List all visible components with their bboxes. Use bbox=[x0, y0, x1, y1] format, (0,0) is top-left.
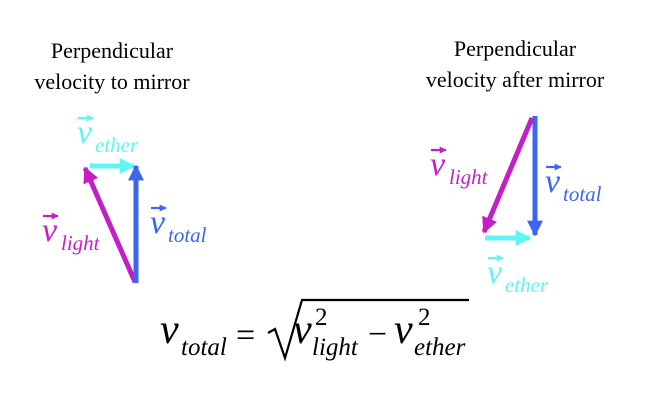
left-light-subscript: light bbox=[61, 231, 101, 255]
formula-term1-subscript: light bbox=[312, 334, 359, 361]
formula-term1-symbol: v bbox=[293, 307, 312, 353]
right-ether-subscript: ether bbox=[505, 273, 549, 297]
formula-term1-superscript: 2 bbox=[315, 304, 328, 331]
formula-radical-sign bbox=[267, 298, 469, 362]
right-total-label: v total bbox=[545, 163, 602, 206]
formula-term2-subscript: ether bbox=[414, 334, 466, 361]
left-total-symbol: v bbox=[150, 204, 166, 241]
right-ether-symbol: v bbox=[487, 254, 503, 291]
formula: v total = v 2 light − v 2 ether bbox=[160, 298, 469, 362]
left-light-symbol: v bbox=[42, 212, 58, 249]
right-caption: Perpendicular velocity after mirror bbox=[408, 33, 622, 95]
formula-minus: − bbox=[368, 316, 387, 353]
left-ether-symbol: v bbox=[77, 114, 93, 151]
right-total-symbol: v bbox=[545, 163, 561, 200]
right-ether-label: v ether bbox=[487, 254, 549, 297]
left-caption-line2: velocity to mirror bbox=[34, 69, 190, 94]
right-total-subscript: total bbox=[563, 182, 602, 206]
right-vector-triangle bbox=[481, 116, 544, 247]
right-light-label: v light bbox=[430, 146, 489, 189]
formula-lhs-subscript: total bbox=[181, 334, 227, 361]
formula-equals: = bbox=[236, 317, 255, 354]
right-light-symbol: v bbox=[430, 146, 446, 183]
left-ether-label: v ether bbox=[77, 114, 139, 157]
formula-lhs-symbol: v bbox=[160, 307, 179, 353]
left-light-arrow bbox=[82, 166, 138, 284]
right-caption-line1: Perpendicular bbox=[453, 36, 577, 61]
left-light-label: v light bbox=[42, 212, 101, 255]
left-ether-subscript: ether bbox=[95, 133, 139, 157]
left-total-label: v total bbox=[150, 204, 207, 247]
formula-term2-symbol: v bbox=[394, 307, 413, 353]
formula-term2-superscript: 2 bbox=[418, 304, 431, 331]
right-caption-line2: velocity after mirror bbox=[425, 67, 605, 92]
left-caption: Perpendicular velocity to mirror bbox=[12, 35, 212, 97]
right-light-arrow bbox=[481, 117, 535, 234]
right-light-subscript: light bbox=[449, 165, 489, 189]
left-total-subscript: total bbox=[168, 223, 207, 247]
left-vector-triangle bbox=[82, 157, 145, 284]
left-caption-line1: Perpendicular bbox=[50, 38, 174, 63]
